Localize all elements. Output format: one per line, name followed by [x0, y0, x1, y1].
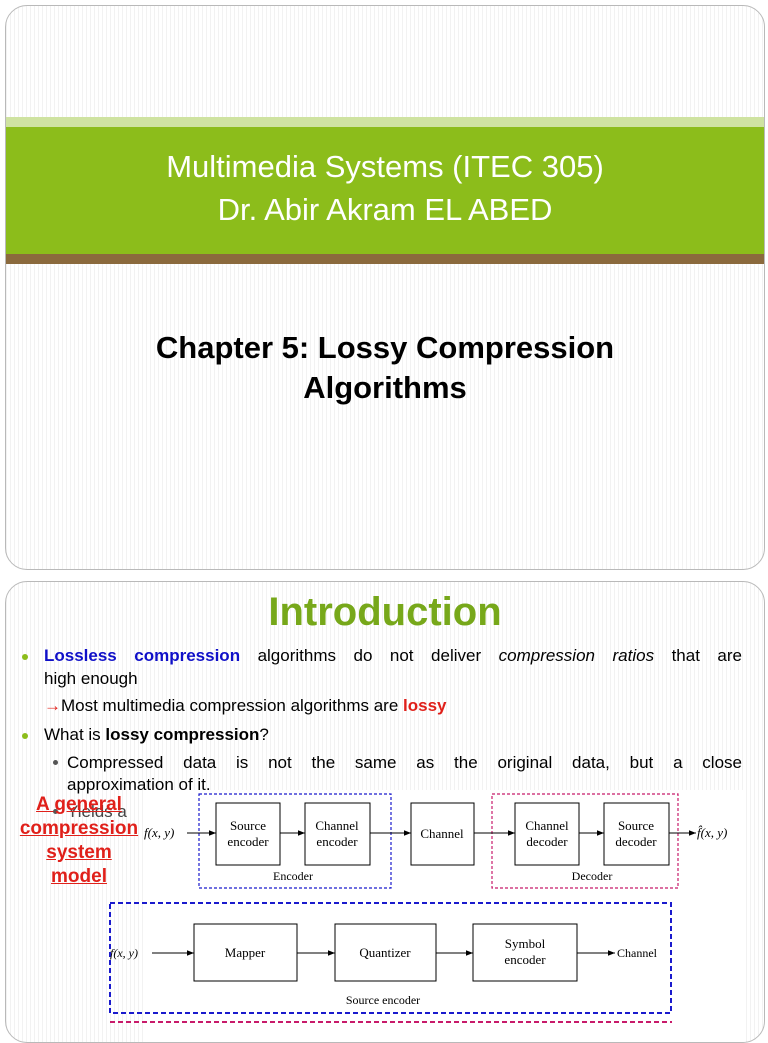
- chapter-title-line1: Chapter 5: Lossy Compression: [155, 330, 615, 365]
- source-encoder-label: Source: [230, 818, 266, 833]
- arrow-icon: →: [44, 696, 61, 715]
- source-encoder-label: encoder: [227, 834, 269, 849]
- model-label-line: system: [46, 842, 112, 863]
- instructor-name: Dr. Abir Akram EL ABED: [217, 192, 553, 227]
- title-band-accent: [6, 117, 764, 127]
- model-label-line: compression: [19, 818, 139, 839]
- output-signal-label: f̂(x, y): [697, 825, 727, 840]
- model-label-line: model: [51, 866, 107, 887]
- model-label: A general compression system model: [14, 793, 144, 889]
- sub-bullet-marker: [53, 809, 58, 814]
- mapper-label: Mapper: [225, 945, 266, 960]
- course-title: Multimedia Systems (ITEC 305): [166, 149, 604, 184]
- slide-title: Introduction: [268, 590, 502, 634]
- chapter-title-line2: Algorithms: [303, 370, 467, 405]
- quantizer-label: Quantizer: [359, 945, 411, 960]
- lossy-conclusion-line: →Most multimedia compression algorithms …: [44, 695, 447, 717]
- source-encoder-caption: Source encoder: [346, 993, 420, 1007]
- chapter-title: Chapter 5: Lossy Compression Algorithms: [66, 328, 704, 408]
- channel-decoder-box: [514, 802, 580, 866]
- bullet-text: algorithms do not deliver: [240, 646, 499, 665]
- decoder-group: [491, 793, 679, 889]
- model-label-line: A general: [36, 794, 122, 815]
- decoder-caption: Decoder: [572, 869, 613, 883]
- encoder-caption: Encoder: [273, 869, 313, 883]
- introduction-slide: Introduction Lossless compression algori…: [5, 581, 765, 1043]
- encoder-group: [198, 793, 392, 889]
- source-encoder-box: [215, 802, 281, 866]
- title-band: [6, 127, 764, 254]
- source-decoder-label: decoder: [615, 834, 657, 849]
- symbol-encoder-label: Symbol: [505, 936, 546, 951]
- compression-ratios-term: compression ratios: [498, 646, 655, 665]
- channel-encoder-box: [304, 802, 371, 866]
- sub-bullet-line1: Compressed data is not the same as the o…: [67, 753, 742, 772]
- sub-bullet-line3: Yields a: [67, 802, 127, 821]
- lossless-compression-term: Lossless compression: [44, 646, 241, 665]
- bullet-what-is-lossy: What is lossy compression?: [44, 724, 269, 746]
- bullet-marker: [22, 654, 28, 660]
- source-decoder-label: Source: [618, 818, 654, 833]
- input-signal-label: f(x, y): [110, 946, 138, 960]
- channel-encoder-label: Channel: [315, 818, 359, 833]
- channel-decoder-label: Channel: [525, 818, 569, 833]
- bullet-lossless-line1: Lossless compression algorithms do not d…: [44, 645, 742, 667]
- lossy-term: lossy: [403, 696, 447, 715]
- compression-system-diagram: f(x, y) Source encoder Channel encoder C…: [109, 790, 746, 1042]
- question-mark: ?: [259, 725, 269, 744]
- symbol-encoder-label: encoder: [504, 952, 546, 967]
- channel-label: Channel: [420, 826, 464, 841]
- channel-box: [410, 802, 475, 866]
- title-slide: Multimedia Systems (ITEC 305) Dr. Abir A…: [5, 5, 765, 570]
- channel-decoder-label: decoder: [526, 834, 568, 849]
- channel-output-label: Channel: [617, 946, 658, 960]
- source-encoder-group: [109, 902, 672, 1014]
- sub-bullet-marker: [53, 760, 58, 765]
- bullet-marker: [22, 733, 28, 739]
- bullet-lossless-line2: high enough: [44, 669, 138, 688]
- title-band-border: [6, 254, 764, 264]
- channel-encoder-label: encoder: [316, 834, 358, 849]
- bullet-text: that are: [654, 646, 743, 665]
- sub-bullet-line2: approximation of it.: [67, 775, 211, 794]
- conclusion-text: Most multimedia compression algorithms a…: [61, 696, 404, 715]
- source-decoder-box: [603, 802, 670, 866]
- question-text: What is: [44, 725, 106, 744]
- lossy-compression-term: lossy compression: [105, 725, 260, 744]
- input-signal-label: f(x, y): [144, 825, 174, 840]
